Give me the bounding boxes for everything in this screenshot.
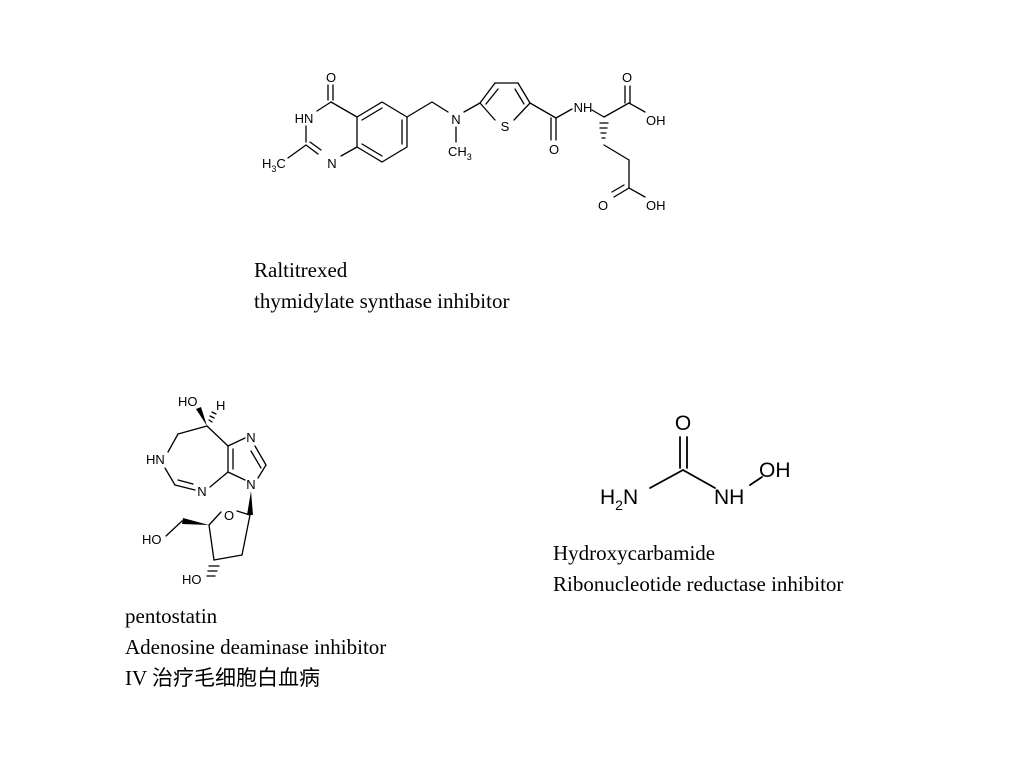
hydroxycarbamide-caption: Hydroxycarbamide Ribonucleotide reductas… [553, 538, 843, 600]
raltitrexed-ring-hn: HN [295, 111, 314, 126]
hydroxycarbamide-nh: NH [714, 486, 744, 509]
pentostatin-hydroxyl-bottom: HO [182, 572, 202, 587]
pentostatin-ring-nitrogen: N [197, 484, 206, 499]
pentostatin-imidazole-n-top: N [246, 430, 255, 445]
hydroxycarbamide-atom-labels: O H2N NH OH [600, 412, 791, 513]
pentostatin-hydroxyl-top: HO [178, 394, 198, 409]
pentostatin-atom-labels: HO H N HN N N O HO HO [142, 394, 256, 587]
raltitrexed-amine-nitrogen: N [451, 112, 460, 127]
pentostatin-bonds [164, 407, 267, 577]
raltitrexed-acid-oxygen-bottom: O [598, 198, 608, 213]
hydroxycarbamide-activity: Ribonucleotide reductase inhibitor [553, 572, 844, 596]
hydroxycarbamide-hydroxyl: OH [759, 459, 791, 482]
hydroxycarbamide-carbonyl-oxygen: O [675, 412, 691, 435]
raltitrexed-n-methyl-label: CH3 [448, 144, 472, 162]
raltitrexed-activity: thymidylate synthase inhibitor [254, 289, 510, 313]
pentostatin-imidazole-n9: N [246, 477, 255, 492]
pentostatin-sugar-oxygen: O [224, 508, 234, 523]
raltitrexed-thiophene-sulfur: S [501, 119, 510, 134]
raltitrexed-bonds [287, 82, 646, 198]
raltitrexed-ring-nitrogen: N [327, 156, 336, 171]
raltitrexed-acid-oxygen-top: O [622, 70, 632, 85]
raltitrexed-amide-oxygen: O [549, 142, 559, 157]
pentostatin-name: pentostatin [125, 604, 218, 628]
raltitrexed-methyl-label: H3C [262, 156, 286, 174]
raltitrexed-acid-oh-bottom: OH [646, 198, 666, 213]
raltitrexed-acid-oh-top: OH [646, 113, 666, 128]
hydroxycarbamide-amino-group: H2N [600, 486, 638, 513]
pentostatin-activity: Adenosine deaminase inhibitor [125, 635, 387, 659]
pentostatin-note: IV 治疗毛细胞白血病 [125, 666, 321, 690]
hydroxycarbamide-bonds [649, 436, 763, 489]
raltitrexed-caption: Raltitrexed thymidylate synthase inhibit… [254, 255, 509, 317]
pentostatin-ring-hn: HN [146, 452, 165, 467]
raltitrexed-amide-nh: NH [574, 100, 593, 115]
pentostatin-caption: pentostatin Adenosine deaminase inhibito… [125, 601, 386, 694]
raltitrexed-keto-oxygen: O [326, 70, 336, 85]
raltitrexed-atom-labels: O HN N H3C N CH3 S O NH O OH O OH [262, 70, 666, 213]
hydroxycarbamide-name: Hydroxycarbamide [553, 541, 716, 565]
pentostatin-hydroxyl-ch2: HO [142, 532, 162, 547]
raltitrexed-name: Raltitrexed [254, 258, 348, 282]
pentostatin-hydrogen: H [216, 398, 225, 413]
